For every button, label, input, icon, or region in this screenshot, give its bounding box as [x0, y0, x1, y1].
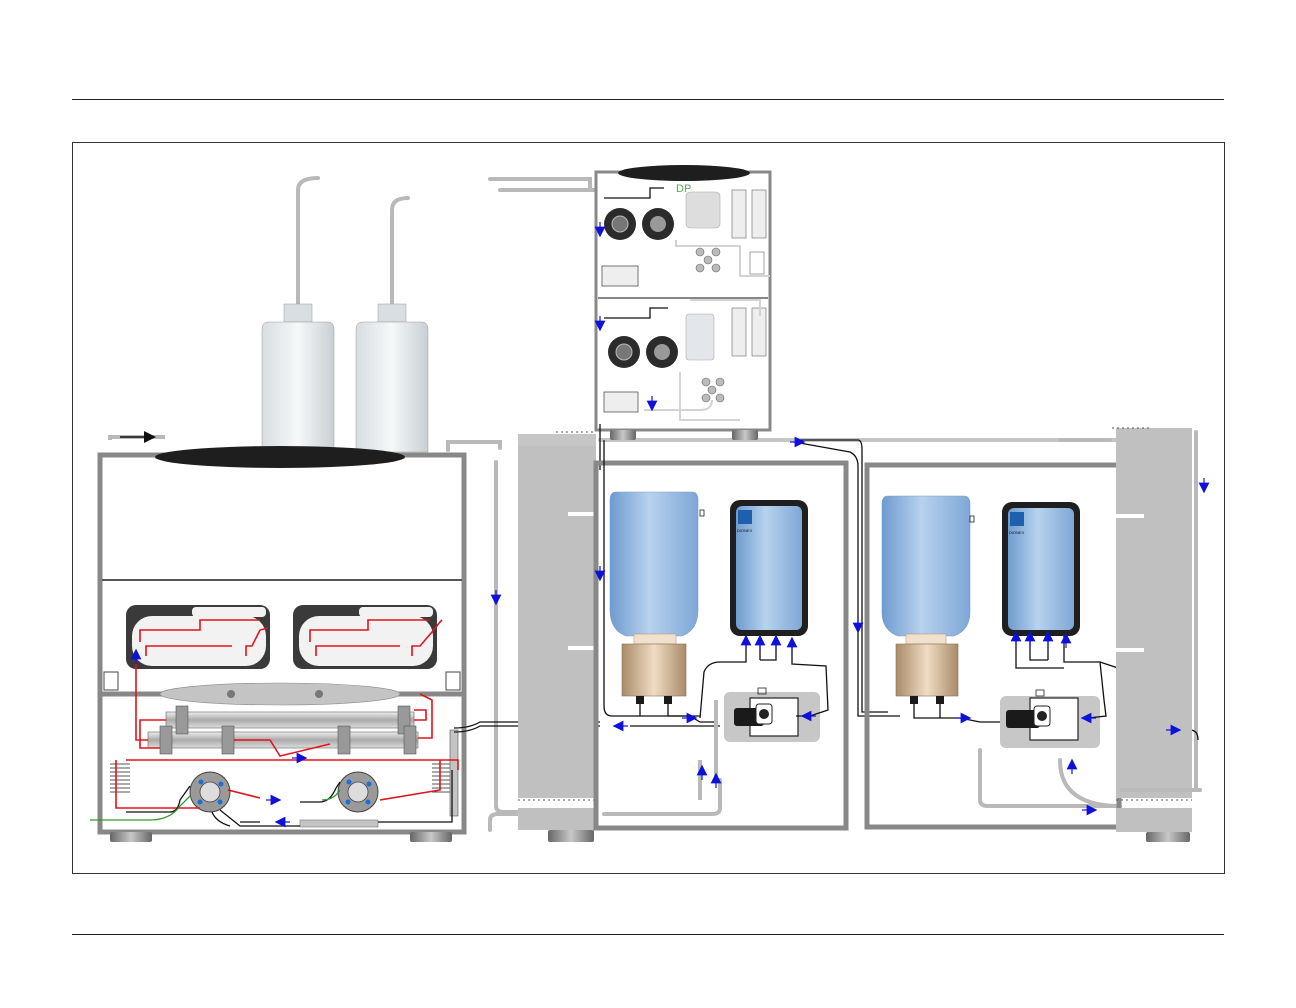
cartridge-icon: DIONEX [1002, 502, 1080, 636]
bottle-icon [882, 496, 974, 704]
valve-icon [190, 772, 230, 812]
brand-logo-left: DIONEX [737, 528, 753, 533]
eluent-bottle-left [262, 304, 334, 452]
cartridge-icon: DIONEX [730, 500, 808, 636]
valve-icon [338, 772, 378, 812]
middle-side-panel [518, 432, 596, 842]
dual-pump-module: DP [596, 165, 770, 470]
middle-cabinet: DIONEX [596, 440, 900, 828]
left-module [100, 437, 464, 842]
right-side-panel [1112, 428, 1200, 842]
brand-logo-right: DIONEX [1009, 530, 1025, 535]
eluent-bottle-right [356, 304, 428, 452]
bottle-icon [610, 492, 704, 704]
